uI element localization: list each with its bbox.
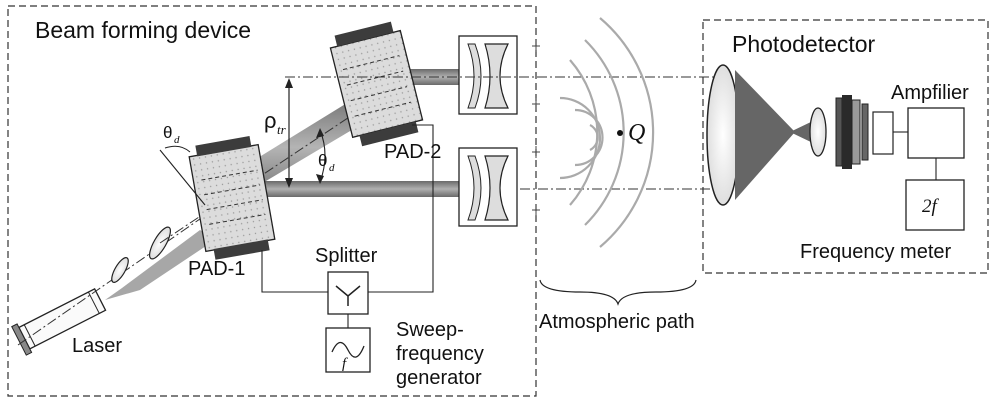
theta-arrow-a bbox=[316, 128, 324, 138]
straight-beam bbox=[262, 181, 459, 197]
rho-symbol: ρ bbox=[264, 108, 277, 133]
rho-arrow-up bbox=[285, 78, 293, 88]
pad2-crystal bbox=[329, 21, 424, 147]
lens-small-1 bbox=[111, 257, 129, 283]
laser bbox=[11, 288, 107, 356]
frequency-meter-label: Frequency meter bbox=[800, 241, 952, 263]
splitter-box bbox=[327, 271, 369, 315]
photodetector-title: Photodetector bbox=[732, 31, 876, 57]
theta-symbol-split: θ bbox=[318, 151, 327, 170]
splitter-symbol bbox=[335, 285, 361, 306]
lower-telescope bbox=[458, 147, 518, 227]
point-q bbox=[617, 130, 623, 136]
detector-stack-4 bbox=[861, 103, 869, 161]
theta-subscript-split: d bbox=[329, 162, 335, 174]
detector-stack-3 bbox=[851, 99, 861, 165]
beam-forming-title: Beam forming device bbox=[35, 17, 251, 43]
theta-subscript-pad1: d bbox=[174, 134, 180, 146]
focus-cone bbox=[735, 70, 795, 200]
generator-sine bbox=[331, 341, 365, 358]
edge-ticks bbox=[532, 40, 540, 216]
pad2-label: PAD-2 bbox=[384, 141, 441, 163]
wire-pad2 bbox=[368, 124, 434, 293]
detector-stack-1 bbox=[835, 97, 843, 167]
upper-telescope bbox=[458, 35, 518, 115]
photodetector-box bbox=[702, 19, 989, 274]
detector-lens-small bbox=[809, 107, 827, 157]
theta-symbol-pad1: θ bbox=[163, 123, 172, 142]
amplifier-label: Ampfilier bbox=[891, 82, 969, 104]
laser-label: Laser bbox=[72, 335, 122, 357]
focus-cone-2 bbox=[790, 120, 815, 144]
sweep-label-3: generator bbox=[396, 367, 482, 389]
wavefronts bbox=[559, 17, 655, 248]
atmospheric-brace bbox=[539, 279, 697, 306]
amplifier-box bbox=[907, 107, 965, 159]
rho-subscript: tr bbox=[277, 122, 287, 137]
laser-beam bbox=[105, 230, 215, 300]
sweep-label-2: frequency bbox=[396, 343, 484, 365]
splitter-label: Splitter bbox=[315, 245, 378, 267]
rho-arrow-down bbox=[285, 178, 293, 188]
wire-pad1 bbox=[261, 250, 328, 293]
frequency-meter-box bbox=[905, 179, 965, 231]
theta-arrow-b bbox=[316, 174, 324, 184]
theta-line-pad1 bbox=[159, 149, 206, 206]
atmospheric-path-label: Atmospheric path bbox=[539, 311, 695, 333]
theta-arc-pad1 bbox=[164, 145, 191, 153]
frequency-meter-symbol: 2f bbox=[922, 196, 940, 217]
detector-lens bbox=[706, 64, 740, 206]
sweep-label-1: Sweep- bbox=[396, 319, 464, 341]
pad1-crystal bbox=[188, 136, 276, 260]
point-q-label: Q bbox=[628, 120, 645, 146]
pad1-label: PAD-1 bbox=[188, 258, 245, 280]
generator-symbol: f bbox=[342, 356, 348, 372]
detector-element bbox=[872, 111, 894, 155]
beam-forming-box bbox=[7, 5, 537, 397]
detector-stack-2 bbox=[842, 95, 852, 169]
